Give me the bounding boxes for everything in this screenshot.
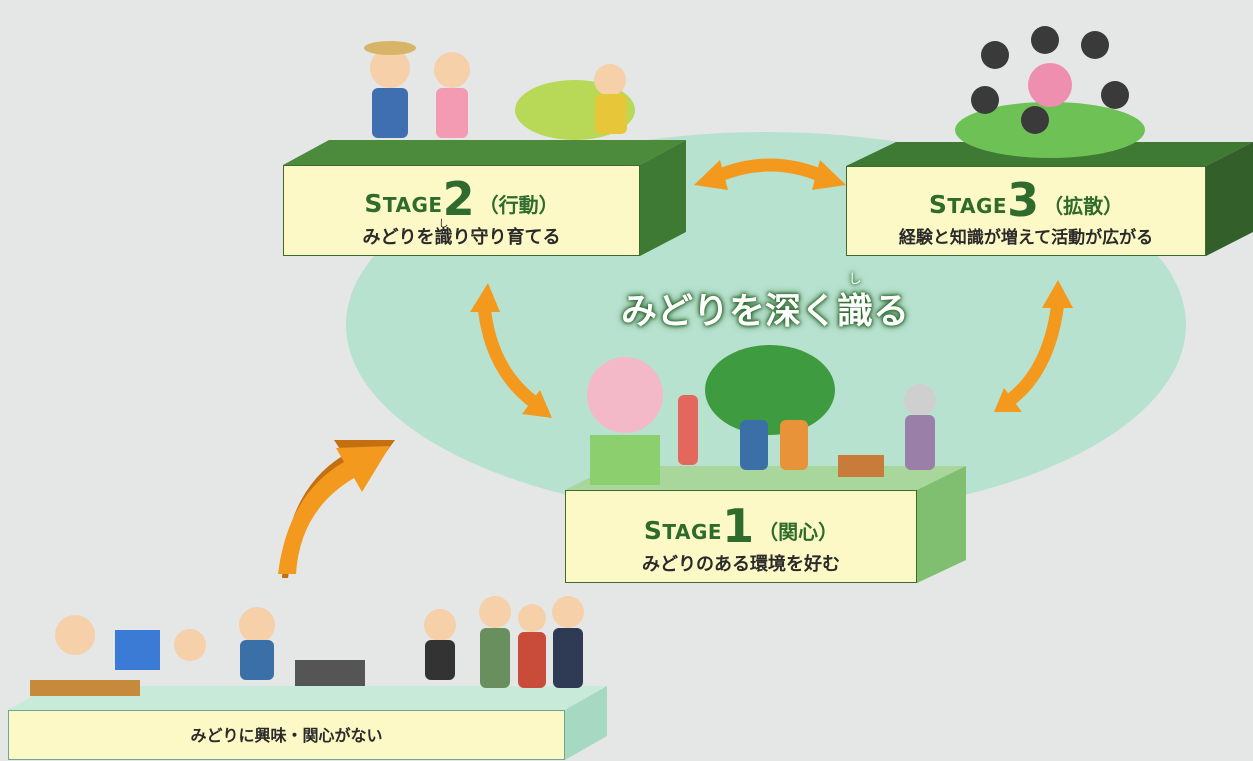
- central-label-text-end: る: [873, 291, 910, 332]
- arrow-stage2-stage1: [470, 283, 552, 418]
- base-platform: [8, 686, 607, 760]
- stage2-label: STAGE2（行動） みどりを識しり守り育てる: [283, 165, 640, 256]
- stage3-illustration: [955, 26, 1145, 158]
- arrow-base-to-stage: [278, 440, 395, 578]
- stage1-number: 1: [722, 499, 755, 553]
- stage1-word: STAGE: [643, 516, 723, 545]
- stage1-paren: （関心）: [758, 520, 839, 544]
- stage1-title: STAGE1（関心）: [566, 503, 916, 549]
- stage2-description: みどりを識しり守り育てる: [362, 219, 561, 248]
- arrow-stage2-stage3: [694, 158, 846, 190]
- stage2-title: STAGE2（行動）: [284, 176, 639, 222]
- central-label-text: みどりを深く: [620, 291, 837, 332]
- stage3-word: STAGE: [928, 190, 1008, 219]
- stage1-illustration: [587, 345, 936, 485]
- stage3-label: STAGE3（拡散） 経験と知識が増えて活動が広がる: [846, 166, 1206, 256]
- stage3-title: STAGE3（拡散）: [847, 177, 1205, 223]
- stage2-platform: [283, 140, 686, 256]
- stage2-illustration: [364, 41, 635, 140]
- central-label-ruby: 識し: [836, 272, 873, 334]
- base-label: みどりに興味・関心がない: [8, 710, 565, 760]
- central-label-ruby-base: 識: [836, 291, 873, 332]
- stage3-paren: （拡散）: [1043, 194, 1124, 218]
- stage3-number: 3: [1007, 173, 1040, 227]
- base-description: みどりに興味・関心がない: [190, 726, 383, 745]
- stage2-number: 2: [442, 172, 475, 226]
- central-label: みどりを深く識しる: [612, 272, 918, 334]
- stage2-paren: （行動）: [478, 193, 559, 217]
- stage2-word: STAGE: [364, 189, 443, 218]
- central-label-ruby-text: し: [848, 272, 862, 287]
- stage1-label: STAGE1（関心） みどりのある環境を好む: [565, 490, 917, 583]
- base-illustration: [30, 596, 584, 696]
- stage1-description: みどりのある環境を好む: [642, 554, 840, 575]
- stage3-description: 経験と知識が増えて活動が広がる: [898, 228, 1154, 248]
- arrow-stage3-stage1: [994, 280, 1073, 412]
